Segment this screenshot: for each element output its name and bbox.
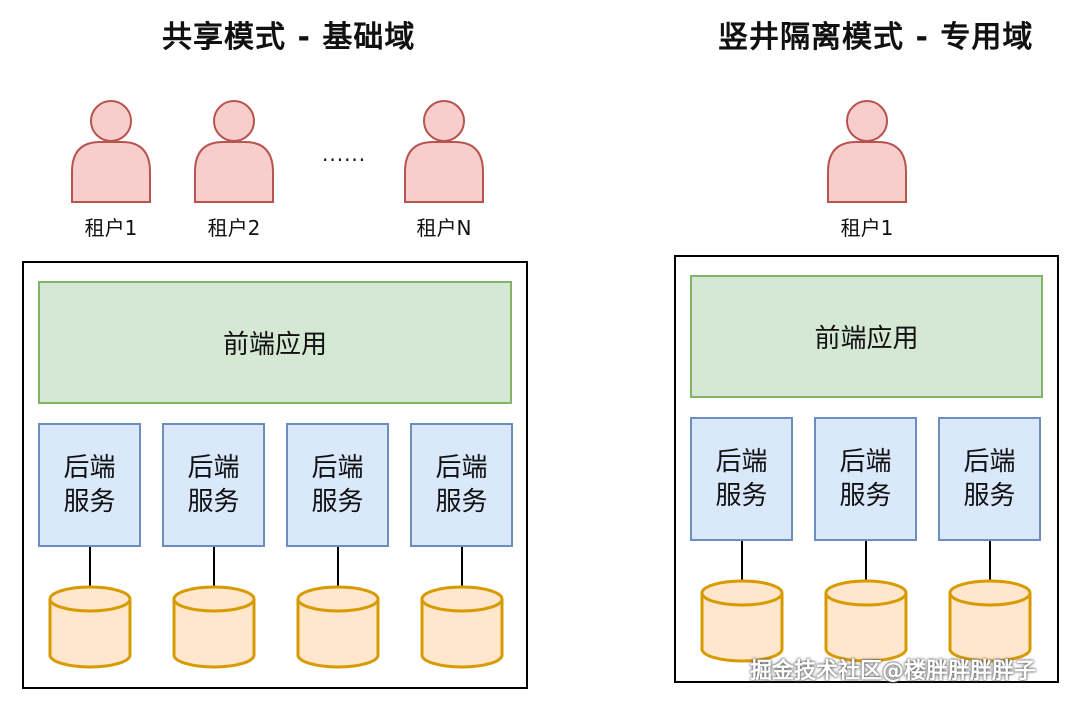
tenant-person-icon [827,100,907,203]
connector-line [89,547,91,587]
tenant-label: 租户N [416,216,472,240]
backend-service-block: 后端服务 [410,423,513,547]
tenant-person-icon [194,100,274,203]
connector-line [461,547,463,587]
connector-line [741,541,743,581]
connector-line [989,541,991,581]
backend-service-block: 后端服务 [286,423,389,547]
connector-line [213,547,215,587]
database-icon [948,579,1032,663]
database-icon [824,579,908,663]
tenant-label: 租户1 [840,216,894,240]
frontend-app-block: 前端应用 [38,281,512,404]
tenant-ellipsis: ...... [322,142,367,166]
tenant-label: 租户2 [207,216,261,240]
connector-line [337,547,339,587]
shared-mode-title: 共享模式 - 基础域 [162,20,416,55]
backend-service-block: 后端服务 [690,417,793,541]
backend-service-block: 后端服务 [38,423,141,547]
tenant-person-icon [404,100,484,203]
database-icon [296,585,380,669]
backend-service-block: 后端服务 [162,423,265,547]
tenant-label: 租户1 [84,216,138,240]
backend-service-block: 后端服务 [814,417,917,541]
database-icon [172,585,256,669]
database-icon [420,585,504,669]
shared-domain-container [22,261,528,689]
database-icon [48,585,132,669]
backend-service-block: 后端服务 [938,417,1041,541]
isolated-domain-container [674,255,1059,683]
isolated-mode-title: 竖井隔离模式 - 专用域 [718,20,1034,55]
database-icon [700,579,784,663]
watermark-text: 掘金技术社区@楼胖胖胖胖子 [750,659,1037,684]
frontend-app-block: 前端应用 [690,275,1043,398]
connector-line [865,541,867,581]
tenant-person-icon [71,100,151,203]
